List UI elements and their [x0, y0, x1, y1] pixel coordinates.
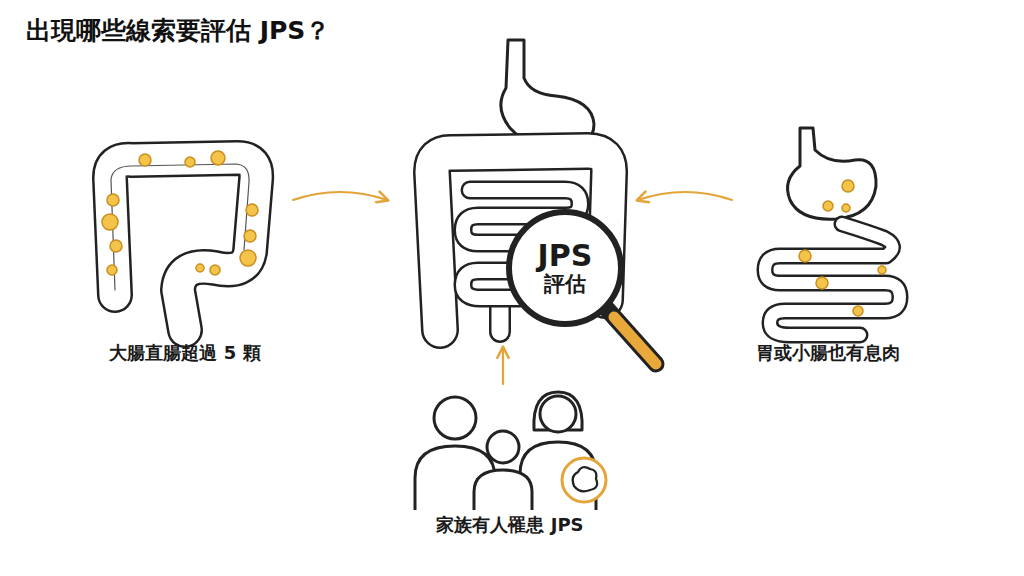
colon-inner-line — [111, 164, 249, 290]
clue-panel: 家族有人罹患 JPS — [405, 392, 615, 538]
polyp — [244, 230, 256, 242]
connector-arrow — [502, 348, 504, 384]
magnifier — [509, 212, 656, 364]
magnifier-handle — [614, 317, 656, 364]
polyp — [102, 214, 118, 230]
colon-fill — [110, 158, 256, 330]
assessment-node: JPS評估 — [395, 40, 630, 340]
colon-illustration — [110, 158, 256, 330]
polyp — [246, 204, 258, 216]
polyp — [799, 250, 811, 262]
polyp — [107, 265, 117, 275]
family-illustration — [415, 392, 606, 510]
polyp — [110, 240, 122, 252]
clue-label: 家族有人罹患 JPS — [436, 514, 583, 536]
polyp — [842, 180, 854, 192]
polyp — [196, 264, 204, 272]
colon-outline — [110, 158, 256, 330]
polyp — [139, 154, 151, 166]
magnifier-lens — [509, 212, 621, 324]
stomach-intestine-illustration — [765, 128, 900, 335]
polyp — [842, 204, 850, 212]
child-head — [487, 431, 519, 463]
polyps — [102, 151, 886, 316]
polyp — [823, 201, 833, 211]
diagram-title: 出現哪些線索要評估 JPS？ — [26, 14, 330, 47]
polyp — [853, 306, 863, 316]
polyp — [210, 265, 220, 275]
stomach-outline — [788, 128, 877, 219]
small-intestine-fill — [765, 224, 900, 335]
polyp — [107, 194, 119, 206]
clue-panel: 胃或小腸也有息肉 — [740, 120, 915, 366]
polyp — [240, 250, 256, 266]
clue-label: 大腸直腸超過 5 顆 — [109, 342, 260, 364]
lens-label: 評估 — [544, 272, 586, 297]
polyp-icon — [573, 467, 597, 491]
polyp — [185, 157, 195, 167]
lens-text: JPS評估 — [538, 239, 593, 297]
small-intestine-outline — [765, 224, 900, 335]
magnifier-handle-outline — [606, 308, 656, 364]
woman-head — [540, 396, 576, 432]
clue-panel: 大腸直腸超過 5 顆 — [85, 140, 285, 366]
polyp — [816, 277, 828, 289]
child-body — [474, 470, 532, 510]
clue-label: 胃或小腸也有息肉 — [756, 342, 900, 364]
connector-arrow — [293, 192, 387, 200]
polyp — [878, 266, 886, 274]
connector-arrow — [638, 192, 732, 200]
polyp — [211, 151, 225, 165]
stomach-outline — [501, 40, 594, 148]
man-head — [434, 397, 476, 439]
lens-label: JPS — [538, 239, 593, 272]
badge — [562, 458, 606, 502]
